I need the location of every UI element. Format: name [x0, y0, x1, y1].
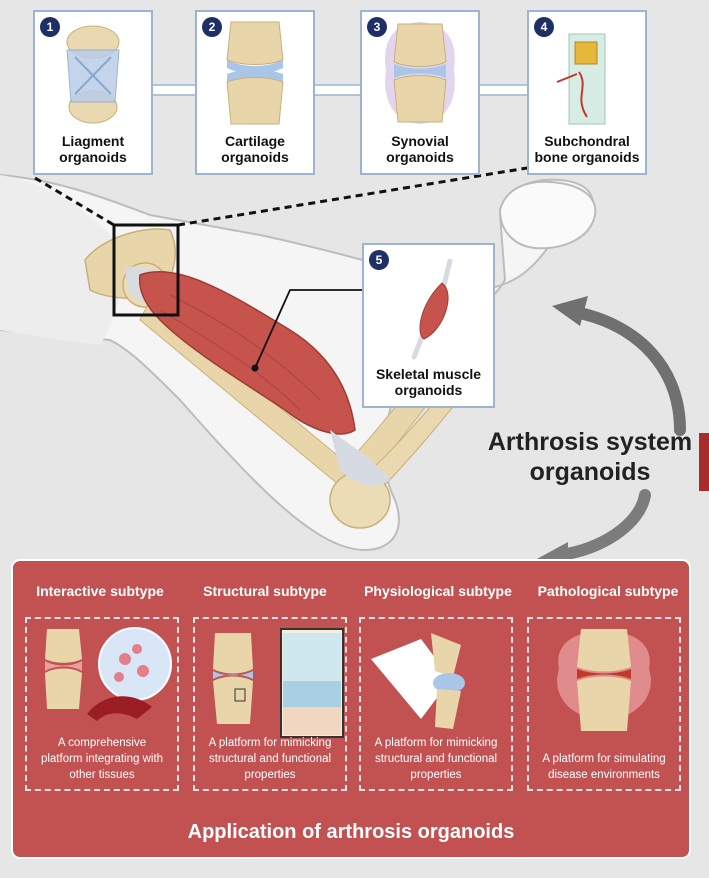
ligament-organoid-box: 1 Liagment organoids — [33, 10, 153, 175]
skeletal-muscle-icon — [411, 258, 453, 360]
curved-arrow-down — [554, 489, 651, 561]
arthrosis-system-organoids-title: Arthrosis system organoids — [487, 428, 693, 486]
subchondral-bone-icon — [556, 33, 606, 125]
physiological-subtype-title: Physiological subtype — [364, 583, 512, 599]
physiological-subtype-card: A platform for mimicking structural and … — [359, 617, 513, 791]
interactive-joint-icon — [45, 627, 172, 721]
curved-arrow-up — [569, 306, 686, 436]
physiological-knee-icon — [371, 633, 465, 729]
structural-subtype-card: A platform for mimicking structural and … — [193, 617, 347, 791]
box-number-badge: 5 — [369, 250, 389, 270]
cartilage-icon — [226, 21, 284, 125]
interactive-subtype-card: A comprehensive platform integrating wit… — [25, 617, 179, 791]
synovial-organoid-box: 3 Synovial organoids — [360, 10, 480, 175]
cartilage-organoids-label: Cartilage organoids — [221, 133, 289, 165]
subchondral-bone-organoid-box: 4 Subchondral bone organoids — [527, 10, 647, 175]
skeletal-muscle-organoid-box: 5 Skeletal muscle organoids — [362, 243, 495, 408]
muscle-pointer-dot — [251, 364, 259, 372]
box-number-badge: 3 — [367, 17, 387, 37]
muscle-pointer-line — [254, 289, 375, 369]
structural-subtype-title: Structural subtype — [203, 583, 327, 599]
interactive-subtype-description: A comprehensive platform integrating wit… — [40, 737, 164, 781]
skeletal-muscle-organoids-label: Skeletal muscle organoids — [375, 366, 482, 398]
box-number-badge: 4 — [534, 17, 554, 37]
shoulder-skin — [0, 175, 130, 345]
applications-panel: Interactive subtype Structural subtype P… — [11, 559, 691, 859]
fist — [498, 180, 597, 250]
interactive-subtype-title: Interactive subtype — [36, 583, 164, 599]
pathological-subtype-title: Pathological subtype — [537, 583, 679, 599]
applications-footer-title: Application of arthrosis organoids — [187, 821, 515, 843]
biceps-muscle — [138, 271, 356, 435]
curved-arrow-up-head — [552, 296, 588, 326]
structural-subtype-description: A platform for mimicking structural and … — [208, 737, 332, 781]
box-number-badge: 1 — [40, 17, 60, 37]
zoom-line-left — [34, 176, 115, 227]
box-number-badge: 2 — [202, 17, 222, 37]
structural-joint-icon — [213, 628, 344, 738]
pathological-subtype-card: A platform for simulating disease enviro… — [527, 617, 681, 791]
pathological-joint-icon — [557, 629, 651, 731]
synovial-icon — [385, 22, 455, 124]
subchondral-bone-organoids-label: Subchondral bone organoids — [534, 133, 640, 165]
synovial-organoids-label: Synovial organoids — [386, 133, 454, 165]
ligament-icon — [66, 25, 120, 124]
zoom-line-right — [177, 166, 528, 227]
elbow-tendon — [330, 430, 390, 486]
accent-tab — [699, 433, 709, 491]
cartilage-organoid-box: 2 Cartilage organoids — [195, 10, 315, 175]
physiological-subtype-description: A platform for mimicking structural and … — [374, 737, 498, 781]
pathological-subtype-description: A platform for simulating disease enviro… — [542, 753, 666, 781]
shoulder-zoom-box — [112, 223, 180, 317]
ligament-organoids-label: Liagment organoids — [59, 133, 127, 165]
